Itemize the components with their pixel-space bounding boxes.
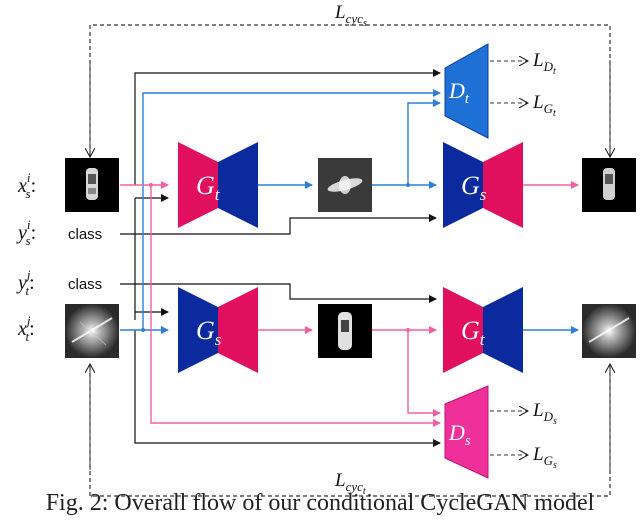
svg-text:Gs: Gs: [461, 171, 487, 204]
loss-gt-label: LGt: [532, 92, 556, 119]
pink-junction-left: [149, 183, 153, 187]
cycle-loss-s-path: [90, 24, 610, 157]
loss-cyc-t-label: Lcyct: [334, 470, 366, 497]
blue-junction-left: [141, 328, 145, 332]
svg-text:Gs: Gs: [196, 316, 222, 349]
generator-gt-bottom: Gt: [443, 287, 523, 373]
black-connections: [120, 69, 441, 447]
svg-text:Ds: Ds: [448, 420, 471, 449]
pink-connections: [120, 181, 579, 427]
discriminator-ds: Ds: [444, 385, 489, 479]
discriminator-dt: Dt: [444, 43, 489, 139]
generator-gt-top: Gt: [178, 142, 258, 228]
generated-target-image: [318, 158, 372, 212]
disc-output-arrows: [490, 61, 528, 455]
reconstructed-target-image: [582, 304, 636, 358]
input-ys-value: class: [68, 226, 102, 243]
svg-text:Gt: Gt: [196, 171, 221, 204]
loss-dt-label: LDt: [532, 50, 556, 77]
loss-ds-label: LDs: [532, 400, 557, 427]
cycle-loss-t-path: [90, 364, 610, 497]
svg-text:Dt: Dt: [448, 78, 470, 107]
loss-gs-label: LGs: [532, 444, 557, 471]
source-image-xs: [65, 158, 119, 212]
pink-junction: [406, 328, 410, 332]
generated-source-image: [318, 304, 372, 358]
generator-gs-bottom: Gs: [178, 287, 258, 373]
target-image-xt: [65, 304, 119, 358]
svg-text:Gt: Gt: [461, 316, 486, 349]
reconstructed-source-image: [582, 158, 636, 212]
input-yt-value: class: [68, 276, 102, 293]
loss-cyc-s-label: Lcycs: [334, 2, 367, 29]
figure-caption: Fig. 2: Overall flow of our conditional …: [45, 490, 595, 516]
blue-junction: [406, 183, 410, 187]
generator-gs-top: Gs: [443, 142, 523, 228]
